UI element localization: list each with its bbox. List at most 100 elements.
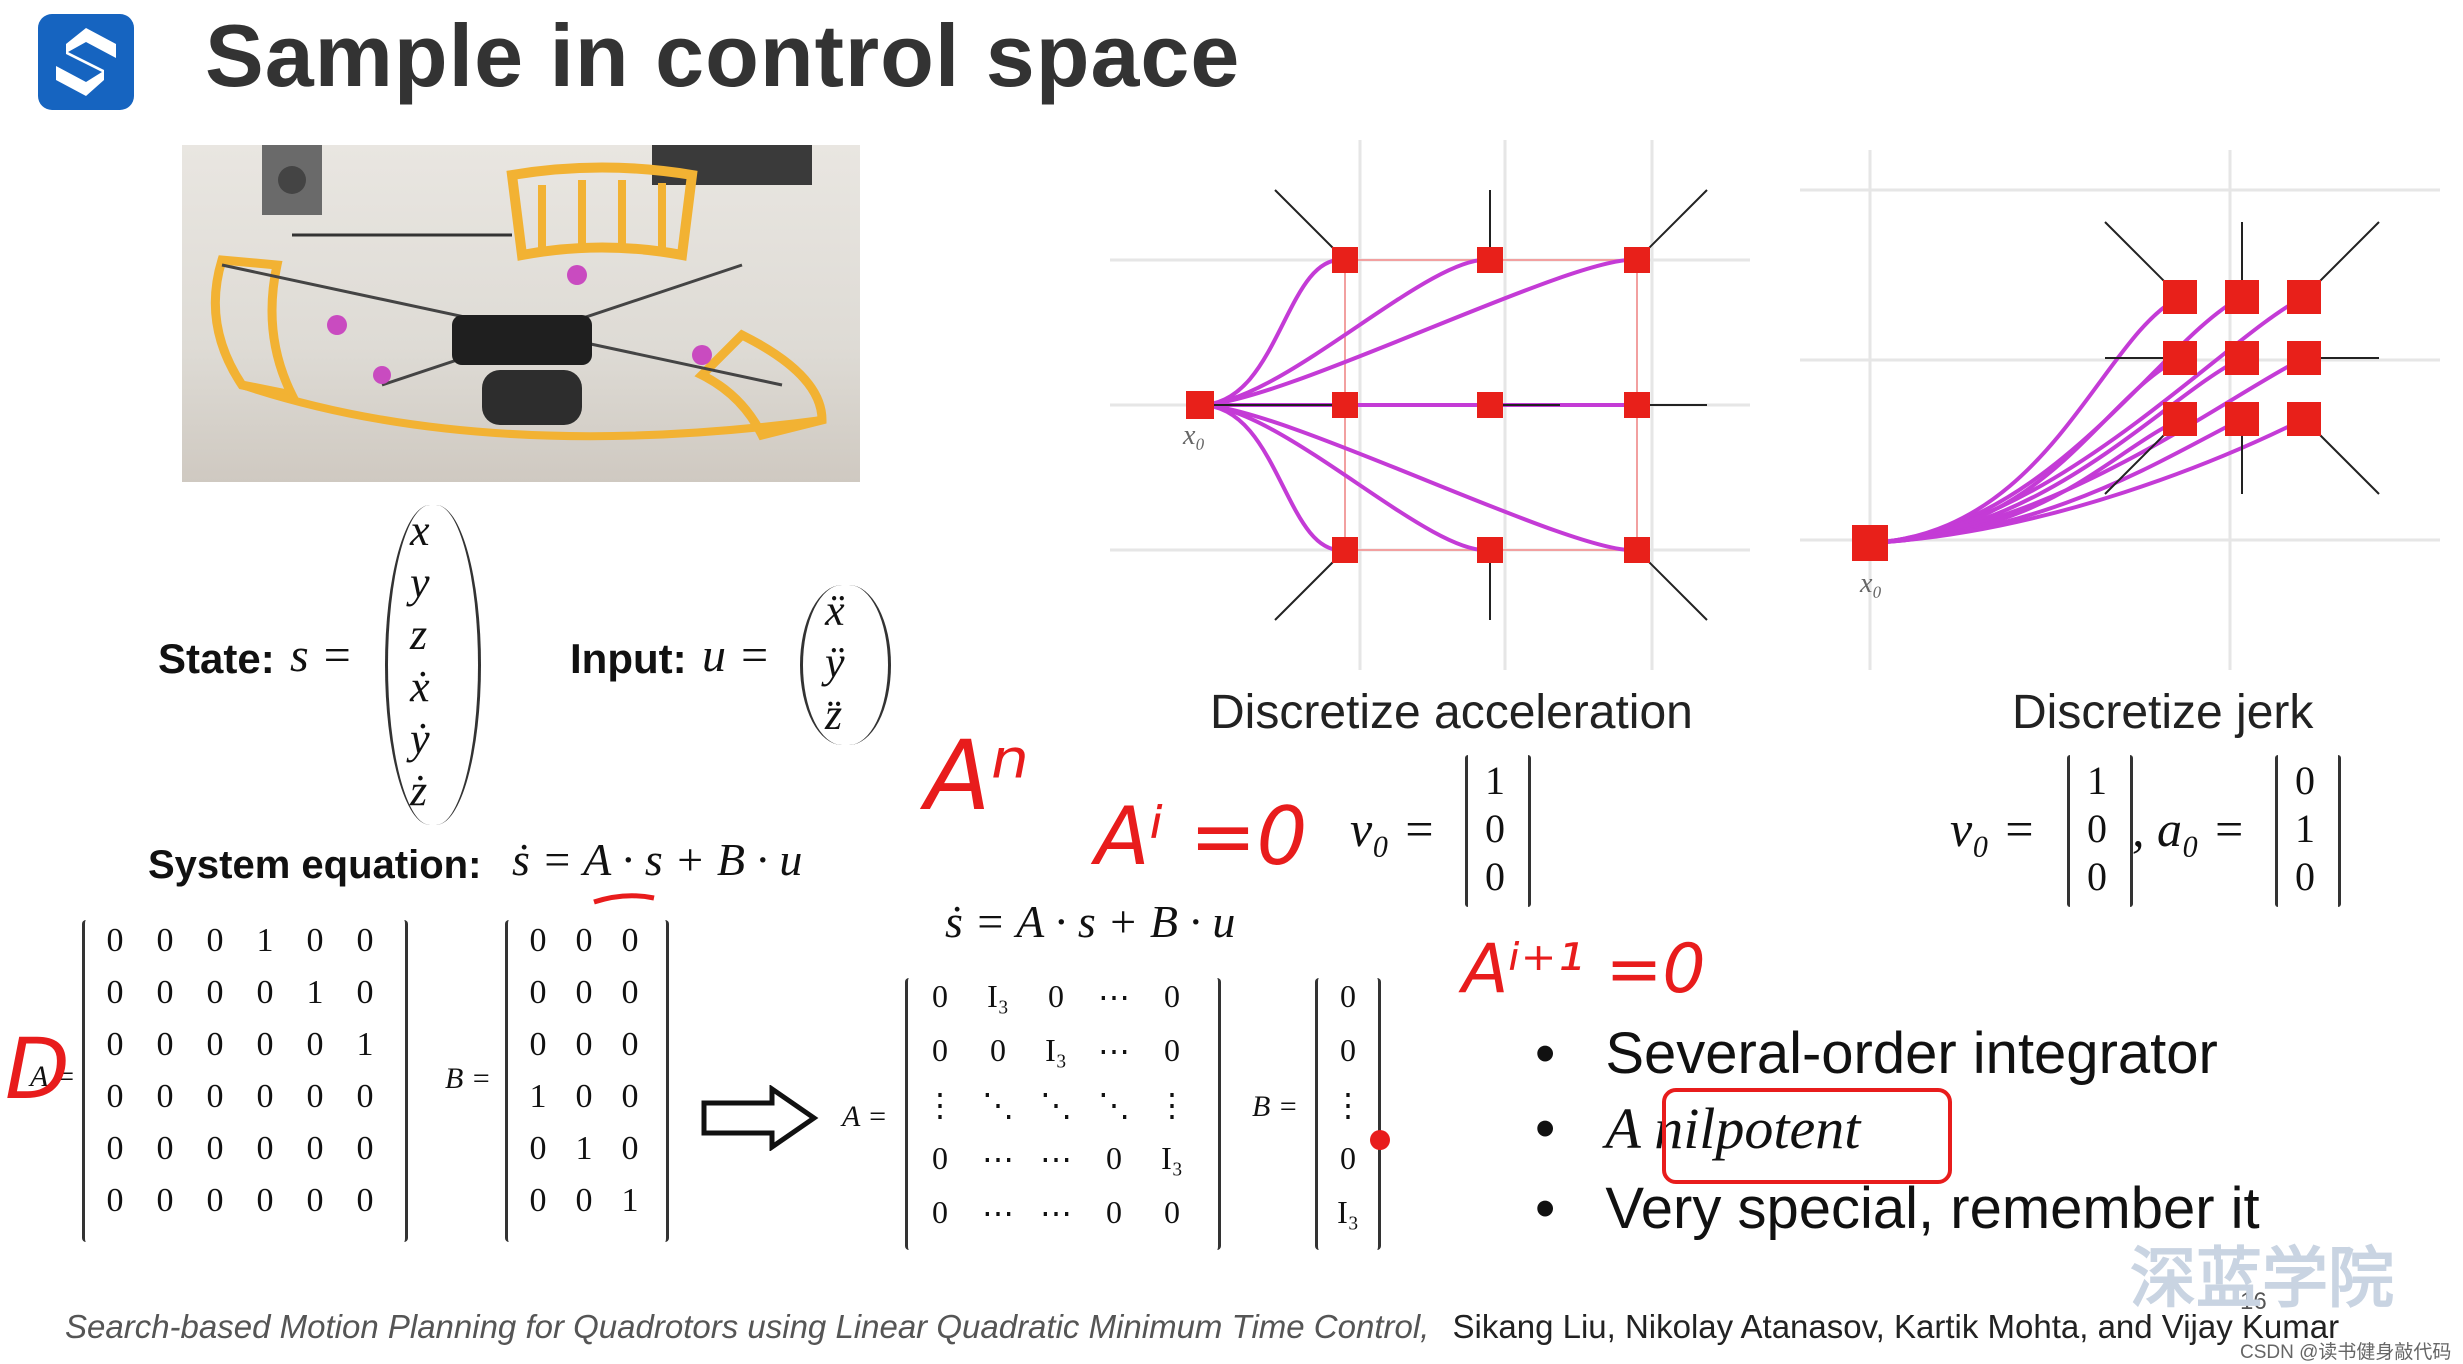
matrix-cell: 0 xyxy=(156,1078,174,1115)
matrix-cell: 0 xyxy=(156,922,174,959)
jerk-caption: Discretize jerk xyxy=(2012,686,2314,739)
matrix-cell: 0 xyxy=(1340,978,1356,1014)
state-ydot: ẏ xyxy=(410,714,430,763)
sample-node xyxy=(1477,392,1503,418)
credit-text: CSDN @读书健身敲代码 xyxy=(2240,1342,2452,1363)
matrix-cell: 0 xyxy=(1485,854,1505,899)
matrix-cell: 1 xyxy=(1485,758,1505,803)
matrix-cell: 0 xyxy=(1485,806,1505,851)
matrix-cell: 0 xyxy=(106,974,124,1011)
matrix-cell: 0 xyxy=(575,1182,593,1219)
matrix-cell: 0 xyxy=(932,978,948,1014)
matrix-cell: 0 xyxy=(2295,758,2315,803)
matrix-cell: 0 xyxy=(1340,1140,1356,1176)
sample-node xyxy=(1624,537,1650,563)
matrix-cell: 1 xyxy=(621,1182,639,1219)
acc-v0-label: v₀ = xyxy=(1350,801,1436,857)
matrix-cell: 0 xyxy=(156,1182,174,1219)
matrix-cell: ⋮ xyxy=(1156,1087,1188,1123)
matrix-cell: ⋯ xyxy=(1040,1141,1072,1177)
bullet-2: •A nilpotent xyxy=(1535,1096,1861,1161)
matrix-cell: I₃ xyxy=(987,978,1009,1014)
matrix-cell: I₃ xyxy=(1337,1194,1359,1230)
matrix-cell: 0 xyxy=(156,974,174,1011)
matrix-cell: I₃ xyxy=(1161,1140,1183,1176)
state-y: y xyxy=(410,558,430,607)
matrix-cell: 0 xyxy=(2087,806,2107,851)
matrix-cell: 0 xyxy=(2087,854,2107,899)
sample-node xyxy=(2163,341,2197,375)
bullet-1: •Several-order integrator xyxy=(1535,1021,2218,1086)
matrix-cell: 0 xyxy=(1340,1032,1356,1068)
matrix-cell: 0 xyxy=(575,1078,593,1115)
matrix-cell: 0 xyxy=(206,1078,224,1115)
bullet-3: •Very special, remember it xyxy=(1535,1176,2260,1241)
input-vector: ẍ ÿ z̈ xyxy=(800,585,891,745)
input-label: Input xyxy=(570,635,673,682)
sample-node xyxy=(1624,247,1650,273)
watermark: 深蓝学院 xyxy=(2130,1241,2394,1315)
matrix-cell: 0 xyxy=(621,1130,639,1167)
matrix-cell: 0 xyxy=(1164,1194,1180,1230)
matrix-cell: ⋱ xyxy=(982,1087,1014,1123)
matrix-cell: 0 xyxy=(529,1026,547,1063)
matrix-cell: 0 xyxy=(575,1026,593,1063)
sample-node xyxy=(2287,280,2321,314)
sample-node xyxy=(2163,280,2197,314)
matrix-cell: 0 xyxy=(256,1026,274,1063)
matrix-cell: 0 xyxy=(306,1026,324,1063)
sample-node xyxy=(1624,392,1650,418)
sample-node xyxy=(1332,537,1358,563)
annotation-a-i: Aⁱ =0 xyxy=(1095,790,1308,883)
matrix-cell: 1 xyxy=(306,974,324,1011)
start-node xyxy=(1852,525,1888,561)
matrix-cell: 0 xyxy=(106,1026,124,1063)
matrix-cell: ⋱ xyxy=(1098,1087,1130,1123)
jerk-x0-label: x₀ xyxy=(1860,568,1883,599)
matrix-cell: 0 xyxy=(206,922,224,959)
sample-node xyxy=(2225,280,2259,314)
matrix-cell: ⋯ xyxy=(1098,979,1130,1015)
a-matrix-label: A = xyxy=(30,1060,76,1093)
matrix-cell: 0 xyxy=(256,974,274,1011)
trajectory-curve xyxy=(1199,257,1346,407)
input-zddot: z̈ xyxy=(825,690,843,739)
input-yddot: ÿ xyxy=(825,638,845,687)
jerk-v0-label: v₀ = xyxy=(1950,801,2036,857)
matrix-cell: ⋮ xyxy=(1332,1087,1364,1123)
state-zdot: ż xyxy=(410,766,428,815)
matrix-cell: ⋱ xyxy=(1040,1087,1072,1123)
footer-title: Search-based Motion Planning for Quadrot… xyxy=(65,1308,1430,1345)
matrix-cell: 0 xyxy=(2295,854,2315,899)
matrix-cell: 0 xyxy=(306,922,324,959)
matrix-cell: 1 xyxy=(256,922,274,959)
acc-x0-label: x₀ xyxy=(1183,420,1206,451)
acceleration-plot xyxy=(1110,140,1750,670)
matrix-cell: 0 xyxy=(206,974,224,1011)
trajectory-curve xyxy=(1869,417,2305,545)
input-equation: u = xyxy=(702,629,771,682)
matrix-cell: 0 xyxy=(575,922,593,959)
trajectory-curve xyxy=(1199,257,1638,407)
annotation-underline xyxy=(593,893,655,905)
matrix-cell: 1 xyxy=(2295,806,2315,851)
matrix-cell: 0 xyxy=(106,1182,124,1219)
sample-node xyxy=(1332,247,1358,273)
footer-authors: Sikang Liu, Nikolay Atanasov, Kartik Moh… xyxy=(1452,1308,2340,1345)
sample-node xyxy=(1477,537,1503,563)
matrix-cell: 0 xyxy=(306,1130,324,1167)
matrix-cell: I₃ xyxy=(1045,1032,1067,1068)
sample-node xyxy=(2225,402,2259,436)
page-number: 16 xyxy=(2240,1288,2267,1315)
matrix-cell: 0 xyxy=(529,1182,547,1219)
matrix-cell: 0 xyxy=(990,1032,1006,1068)
matrix-cell: 0 xyxy=(621,1078,639,1115)
sample-node xyxy=(1332,392,1358,418)
matrix-cell: 0 xyxy=(932,1140,948,1176)
